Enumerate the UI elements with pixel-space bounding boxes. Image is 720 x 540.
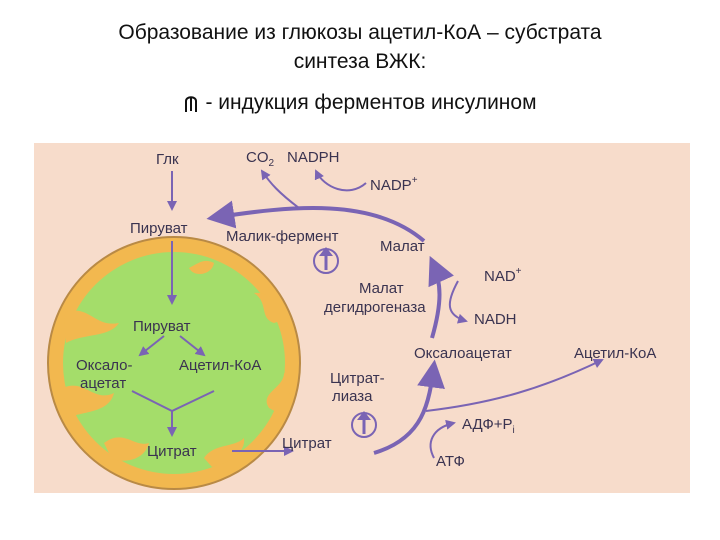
arrow-nad-nadh bbox=[448, 280, 468, 324]
arrow-pyruvate-to-acetylcoa bbox=[179, 335, 206, 357]
label-citrate-lyase-line1: Цитрат- bbox=[330, 370, 385, 387]
title-line-3: - индукция ферментов инсулином bbox=[0, 88, 720, 121]
arrow-to-co2 bbox=[260, 169, 300, 209]
up-arrow-induction-icon bbox=[185, 95, 198, 112]
mitochondrial-cristae bbox=[63, 260, 291, 467]
label-mdh-line2: дегидрогеназа bbox=[324, 299, 426, 316]
label-oxaloacetate-cyto: Оксалоацетат bbox=[414, 345, 512, 362]
label-adp-pi: АДФ+Pi bbox=[462, 416, 515, 436]
glucose-to-acetylcoa-diagram: Глк CO2 NADPH NADP+ Пируват Малик-фермен… bbox=[34, 143, 690, 493]
title-line-2: синтеза ВЖК: bbox=[293, 50, 427, 73]
arrow-malic-enzyme bbox=[206, 200, 426, 243]
label-nadh: NADH bbox=[474, 311, 517, 328]
arrow-pyruvate-to-oxalo bbox=[138, 335, 165, 357]
label-acetylcoa-mito: Ацетил-КоА bbox=[179, 357, 261, 374]
arrow-nadph-nadp bbox=[314, 169, 367, 192]
label-malic-enzyme: Малик-фермент bbox=[226, 228, 339, 245]
label-citrate-lyase-line2: лиаза bbox=[332, 388, 373, 405]
arrow-to-acetylcoa-cyto bbox=[425, 358, 604, 412]
induction-icon-malic-enzyme bbox=[313, 247, 339, 274]
label-citrate-cyto: Цитрат bbox=[282, 435, 332, 452]
label-citrate-mito: Цитрат bbox=[147, 443, 197, 460]
label-pyruvate-mito: Пируват bbox=[133, 318, 191, 335]
pathway-arrows bbox=[131, 169, 604, 459]
induction-text: - индукция ферментов инсулином bbox=[205, 91, 537, 114]
label-oxalo-mito-line2: ацетат bbox=[80, 375, 126, 392]
diagram-labels: Глк CO2 NADPH NADP+ Пируват Малик-фермен… bbox=[76, 149, 656, 470]
label-malate: Малат bbox=[380, 238, 425, 255]
label-oxalo-mito-line1: Оксало- bbox=[76, 357, 133, 374]
mitochondrion bbox=[47, 236, 301, 490]
label-mdh-line1: Малат bbox=[359, 280, 404, 297]
label-nadph: NADPH bbox=[287, 149, 340, 166]
label-pyruvate-cyto: Пируват bbox=[130, 220, 188, 237]
title-line-1: Образование из глюкозы ацетил-КоА – субс… bbox=[118, 21, 602, 44]
label-nad: NAD+ bbox=[484, 266, 522, 285]
arrow-atp-adp bbox=[429, 419, 456, 459]
label-acetylcoa-cyto: Ацетил-КоА bbox=[574, 345, 656, 362]
induction-icon-citrate-lyase bbox=[351, 411, 377, 438]
arrow-to-citrate-mito bbox=[131, 390, 215, 435]
label-co2: CO2 bbox=[246, 149, 275, 169]
label-atp: АТФ bbox=[436, 453, 465, 470]
label-nadp: NADP+ bbox=[370, 175, 418, 194]
arrow-mdh-oxalo-to-malate bbox=[428, 255, 455, 339]
label-glk: Глк bbox=[156, 151, 179, 168]
arrow-citrate-lyase bbox=[373, 359, 445, 455]
